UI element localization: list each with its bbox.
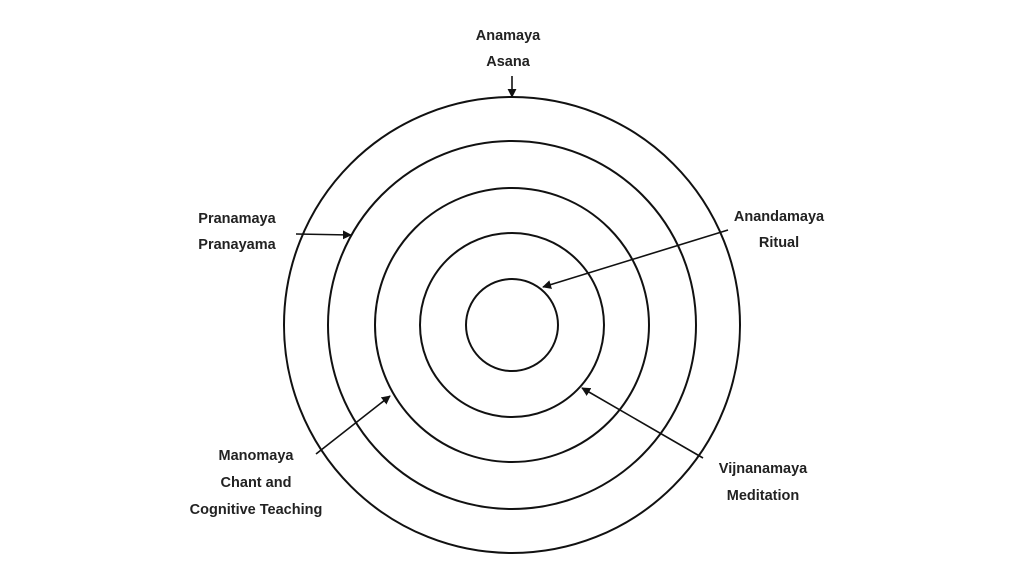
arrow-pranamaya [295,230,352,240]
label-ritual: Ritual [758,235,800,251]
ring-pranamaya [327,140,697,510]
label-chant-and: Chant and [220,475,292,491]
label-asana: Asana [486,54,530,70]
label-manomaya: Manomaya [218,448,294,464]
arrow-manomaya [315,395,391,455]
arrow-anandamaya [542,229,729,289]
ring-anandamaya [465,278,559,372]
label-meditation: Meditation [726,488,800,504]
label-pranayama: Pranayama [198,237,276,253]
arrow-vijnanamaya [581,387,704,459]
ring-manomaya [374,187,650,463]
ring-anamaya [283,96,741,554]
ring-vijnanamaya [419,232,605,418]
label-vijnanamaya: Vijnanamaya [718,461,808,477]
label-anandamaya: Anandamaya [733,209,825,225]
label-cognitive-teaching: Cognitive Teaching [189,502,323,518]
label-pranamaya: Pranamaya [198,211,276,227]
label-anamaya: Anamaya [475,28,541,44]
